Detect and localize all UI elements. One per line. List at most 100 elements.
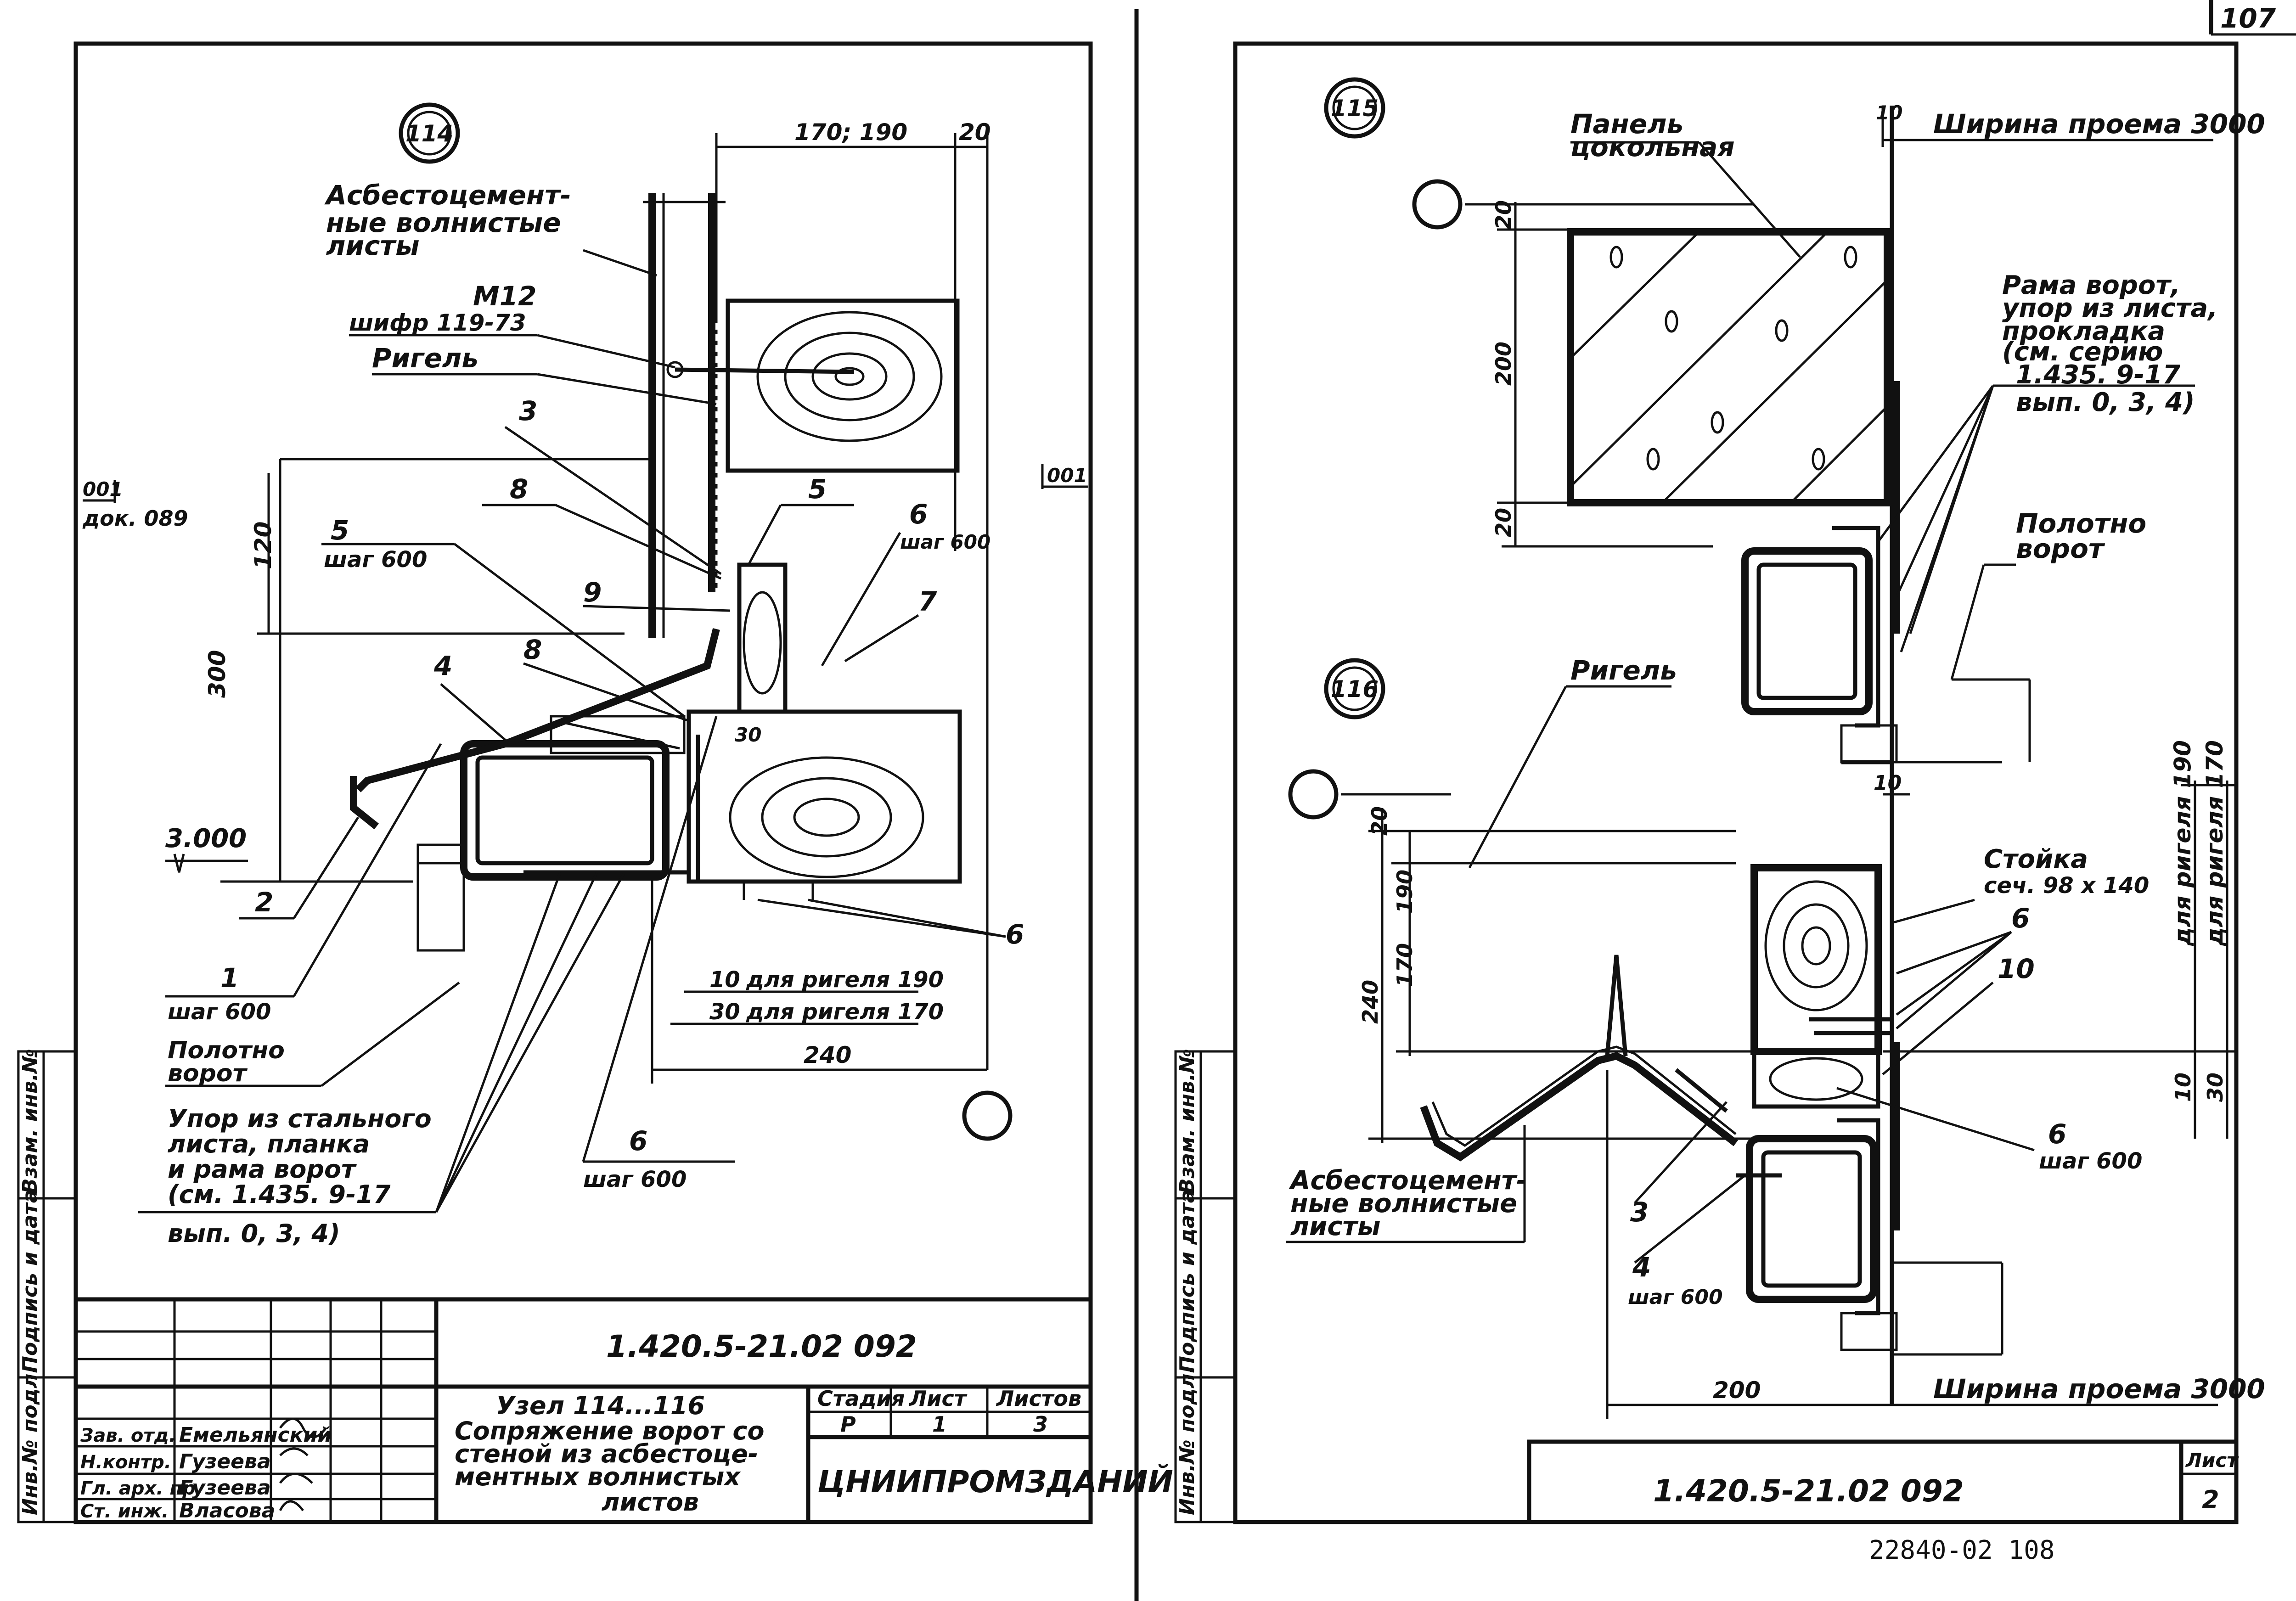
sheet-header: Лист	[908, 1386, 968, 1411]
node-tag-115: 115	[1331, 95, 1379, 122]
marker-1: 1	[220, 962, 239, 994]
sheet-value: 1	[932, 1412, 947, 1437]
left-drawing-code: 1.420.5-21.02 092	[606, 1329, 917, 1364]
dim-200-bottom: 200	[1713, 1377, 1761, 1404]
sheets-value: 3	[1033, 1412, 1048, 1437]
right-drawing-code: 1.420.5-21.02 092	[1653, 1473, 1964, 1509]
dim-30: 30	[709, 999, 740, 1025]
ref-mark: 001	[83, 478, 123, 500]
label-stop-3: и рама ворот	[168, 1155, 357, 1184]
label-stop-5: вып. 0, 3, 4)	[168, 1219, 340, 1248]
label-rigel: Ригель	[372, 343, 478, 374]
right-sheet-border	[1233, 41, 2239, 1524]
label-step-6-r: шаг 600	[2039, 1148, 2142, 1174]
sheets-header: Листов	[996, 1386, 1081, 1411]
node-tag-114: 114	[405, 120, 453, 147]
dim-10-right: 10	[2171, 1073, 2195, 1102]
label-plinth-1: Панель	[1570, 108, 1683, 140]
label-step-1: шаг 600	[168, 999, 271, 1025]
dim-20c: 20	[1367, 806, 1392, 836]
stamp-replace: Взам. инв.№	[18, 1049, 42, 1194]
left-title-block: 1.420.5-21.02 092 Зав. отд. Н.контр. Гл.…	[73, 1297, 1173, 1524]
marker-10-r1: 10	[1998, 953, 2035, 984]
label-asbestos-r2: ные волнистые	[1290, 1189, 1517, 1219]
dim-30-right: 30	[2203, 1073, 2228, 1102]
label-plinth-2: цокольная	[1570, 131, 1735, 163]
r-stamp-signature: Подпись и дата	[1176, 1189, 1199, 1373]
dim-200: 200	[1491, 342, 1516, 386]
rigel-timber	[726, 298, 960, 473]
level-mark: 3.000	[165, 824, 247, 854]
role-3: Ст. инж.	[80, 1501, 169, 1522]
title-line-2: Сопряжение ворот со	[455, 1416, 765, 1445]
dim-10-mid: 10	[1874, 771, 1902, 795]
label-stop-2: листа, планка	[168, 1129, 370, 1158]
name-3: Власова	[179, 1499, 275, 1522]
marker-7: 7	[918, 586, 937, 617]
label-post-2: сеч. 98 x 140	[1984, 873, 2149, 899]
stamp-signature: Подпись и дата	[18, 1189, 42, 1373]
label-asbestos-2: ные волнистые	[326, 207, 561, 238]
r-stamp-replace: Взам. инв.№	[1176, 1049, 1199, 1194]
ref-mark-right: 001	[1047, 464, 1087, 487]
stage-value: Р	[840, 1412, 856, 1437]
dim-190: 190	[1392, 870, 1417, 914]
stage-header: Стадия	[817, 1386, 905, 1411]
signatures	[279, 1417, 327, 1511]
marker-2: 2	[255, 887, 273, 918]
role-2: Гл. арх. пр.	[80, 1478, 203, 1499]
dim-170: 170	[1392, 943, 1417, 987]
marker-5b: 5	[331, 515, 349, 546]
marker-5a: 5	[808, 473, 827, 505]
title-line-3: стеной из асбестоце-	[455, 1439, 758, 1468]
dim-170-190: 170; 190	[794, 119, 907, 146]
label-stop-1: Упор из стального	[168, 1104, 432, 1133]
dim-20-top: 20	[959, 119, 991, 146]
dim-240: 240	[804, 1042, 851, 1068]
r-stamp-inv: Инв.№ подл.	[1176, 1366, 1199, 1515]
marker-6-r1: 6	[2011, 903, 2030, 934]
dim-120: 120	[250, 522, 276, 569]
label-rigel-r: Ригель	[1570, 655, 1677, 686]
role-0: Зав. отд.	[80, 1425, 176, 1446]
org-name: ЦНИИПРОМЗДАНИЙ	[817, 1464, 1173, 1500]
label-frame-4: (см. серию	[2002, 337, 2163, 367]
label-asbestos-3: листы	[326, 230, 420, 261]
label-gate-1: Полотно	[2016, 508, 2146, 539]
label-for-rigel-170: для ригеля 170	[746, 999, 944, 1025]
name-2: Гузеева	[179, 1476, 271, 1500]
dim-10: 10	[709, 967, 740, 993]
label-gate-2: ворот	[2016, 533, 2105, 564]
dim-300: 300	[204, 650, 231, 698]
label-opening-bottom: Ширина проема 3000	[1933, 1373, 2265, 1404]
right-sheet: Инв.№ подл. Подпись и дата Взам. инв.№ 1…	[1174, 41, 2265, 1565]
marker-3: 3	[519, 395, 537, 427]
ref-doc: док. 089	[82, 506, 188, 531]
marker-8a: 8	[510, 473, 528, 505]
label-gate-leaf-1: Полотно	[168, 1037, 285, 1064]
marker-8b: 8	[523, 634, 542, 665]
bottom-sheet-code: 22840-02 108	[1869, 1535, 2055, 1565]
label-for-rigel-190: для ригеля 190	[746, 967, 944, 993]
label-asbestos-r1: Асбестоцемент-	[1289, 1166, 1527, 1196]
dim-170-right: для ригеля 170	[2201, 740, 2228, 946]
label-opening-top: Ширина проема 3000	[1933, 108, 2265, 140]
dim-190-right: для ригеля 190	[2169, 740, 2196, 946]
label-bolt: М12	[473, 281, 536, 312]
stamp-inv: Инв.№ подл.	[18, 1366, 42, 1515]
label-bolt-code: шифр 119-73	[349, 309, 526, 336]
label-step-5: шаг 600	[324, 547, 427, 573]
label-post-1: Стойка	[1984, 844, 2088, 874]
title-line-1: Узел 114...116	[496, 1391, 705, 1420]
role-1: Н.контр.	[80, 1452, 171, 1473]
plinth-panel	[1567, 228, 1891, 506]
page-number: 107	[2220, 3, 2276, 34]
dim-20b: 20	[1491, 508, 1516, 537]
r-sheet-header: Лист	[2185, 1449, 2239, 1472]
title-line-4: ментных волнистых	[455, 1462, 741, 1491]
marker-6b: 6	[1006, 919, 1024, 950]
marker-3-r: 3	[1630, 1197, 1649, 1228]
right-title-block: 1.420.5-21.02 092 Лист 2	[1527, 1439, 2239, 1524]
label-stop-4: (см. 1.435. 9-17	[168, 1180, 391, 1209]
